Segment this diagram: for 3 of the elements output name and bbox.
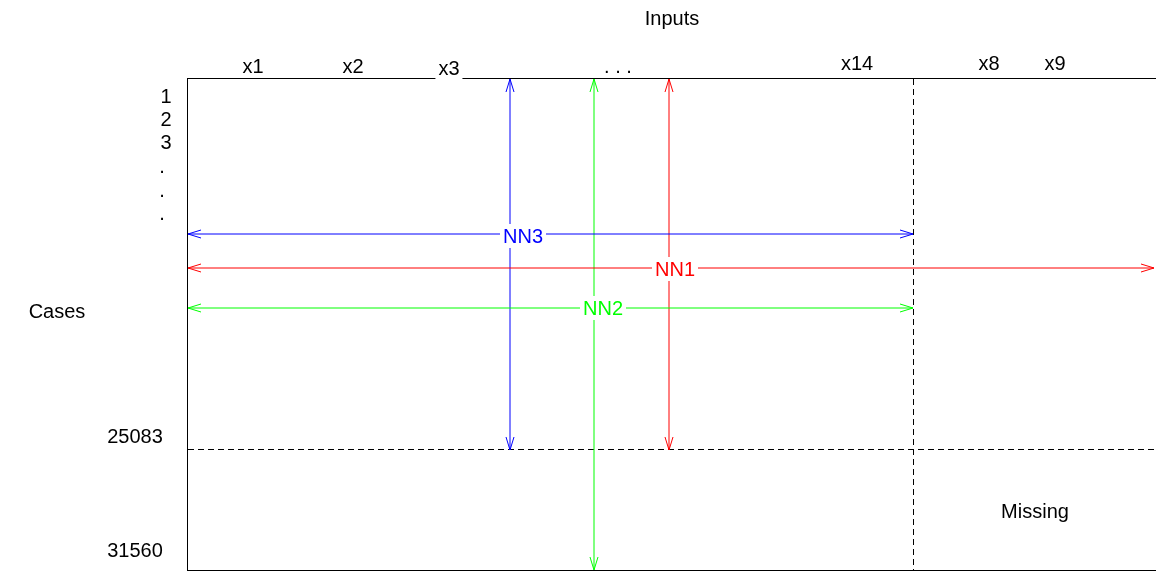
range-label: NN3 bbox=[500, 224, 546, 248]
range-label: NN2 bbox=[580, 296, 626, 320]
range-label: NN1 bbox=[652, 257, 698, 281]
